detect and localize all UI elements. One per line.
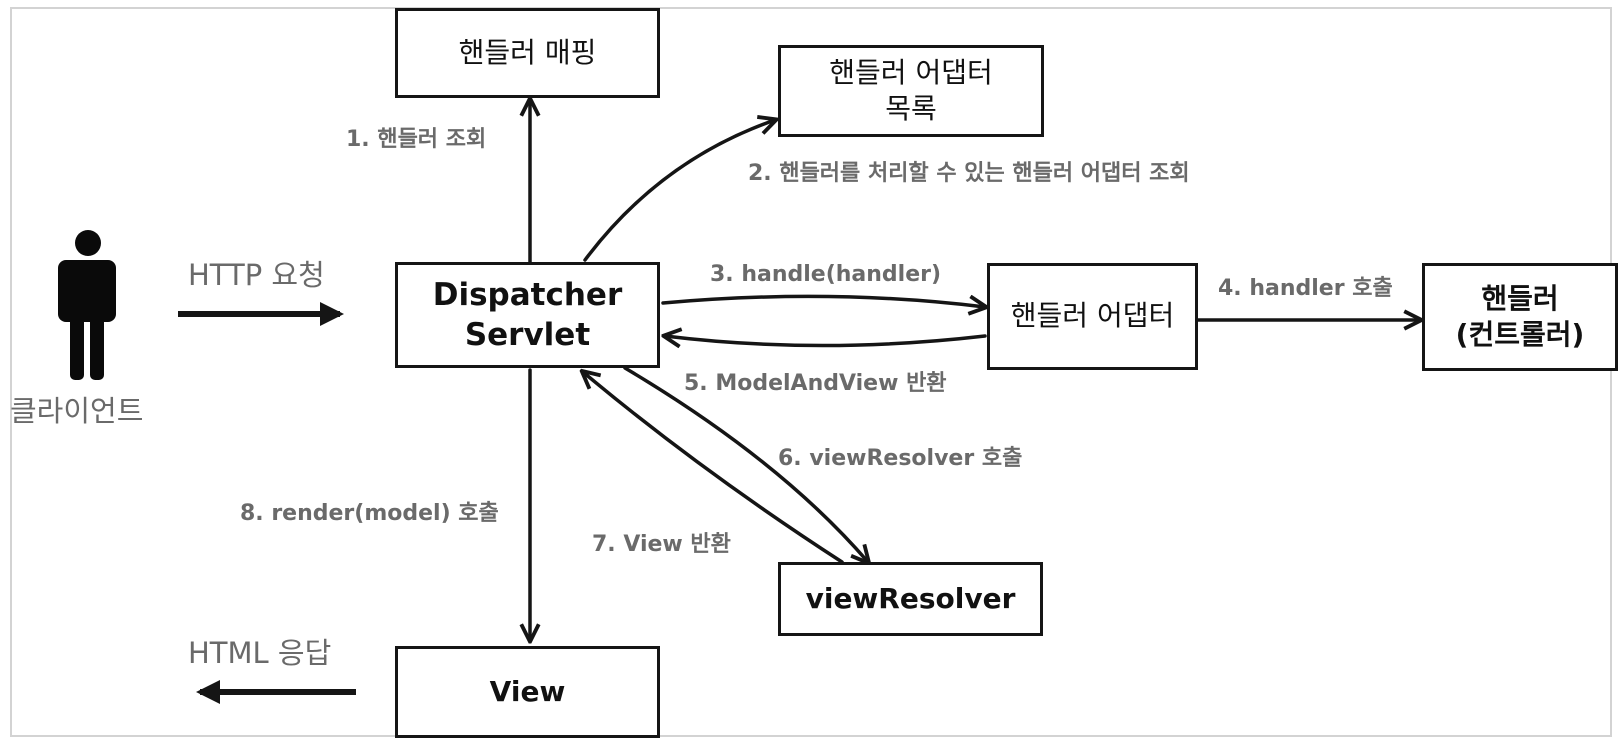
diagram-frame	[10, 7, 1612, 737]
step-7-label: 7. View 반환	[592, 532, 731, 557]
handler-adapter-box: 핸들러 어댑터	[987, 263, 1198, 370]
view-label: View	[489, 674, 566, 708]
step-3-label: 3. handle(handler)	[710, 262, 942, 287]
handler-controller-box: 핸들러 (컨트롤러)	[1422, 263, 1618, 371]
step-6-label: 6. viewResolver 호출	[778, 446, 1023, 471]
html-response-label: HTML 응답	[188, 636, 332, 670]
arrow-2-adapter-lookup	[583, 120, 775, 262]
handler-adapter-list-line1: 핸들러 어댑터	[829, 55, 993, 89]
handler-adapter-label: 핸들러 어댑터	[1010, 299, 1175, 333]
arrow-5-modelandview	[665, 336, 987, 346]
client-label: 클라이언트	[10, 394, 144, 428]
arrow-7-view-return	[583, 372, 844, 564]
handler-adapter-list-line2: 목록	[885, 92, 937, 125]
handler-adapter-list-box: 핸들러 어댑터 목록	[778, 45, 1044, 137]
dispatcher-servlet-box: Dispatcher Servlet	[395, 262, 660, 368]
handler-mapping-box: 핸들러 매핑	[395, 8, 660, 98]
handler-controller-line2: (컨트롤러)	[1455, 318, 1585, 351]
arrow-3-handle	[661, 294, 985, 307]
view-resolver-box: viewResolver	[778, 562, 1043, 636]
arrow-6-viewresolver-call	[623, 366, 868, 562]
dispatcher-servlet-line2: Servlet	[464, 317, 591, 353]
step-1-label: 1. 핸들러 조회	[346, 127, 487, 152]
step-4-label: 4. handler 호출	[1218, 276, 1393, 301]
step-2-label: 2. 핸들러를 처리할 수 있는 핸들러 어댑터 조회	[748, 161, 1190, 186]
step-5-label: 5. ModelAndView 반환	[684, 371, 947, 396]
view-resolver-label: viewResolver	[805, 581, 1016, 615]
view-box: View	[395, 646, 660, 738]
handler-mapping-label: 핸들러 매핑	[458, 35, 597, 69]
handler-controller-line1: 핸들러	[1481, 281, 1559, 315]
client-person-icon	[58, 230, 116, 380]
dispatcher-servlet-line1: Dispatcher	[432, 276, 623, 313]
step-8-label: 8. render(model) 호출	[240, 501, 499, 526]
http-request-label: HTTP 요청	[188, 258, 325, 292]
